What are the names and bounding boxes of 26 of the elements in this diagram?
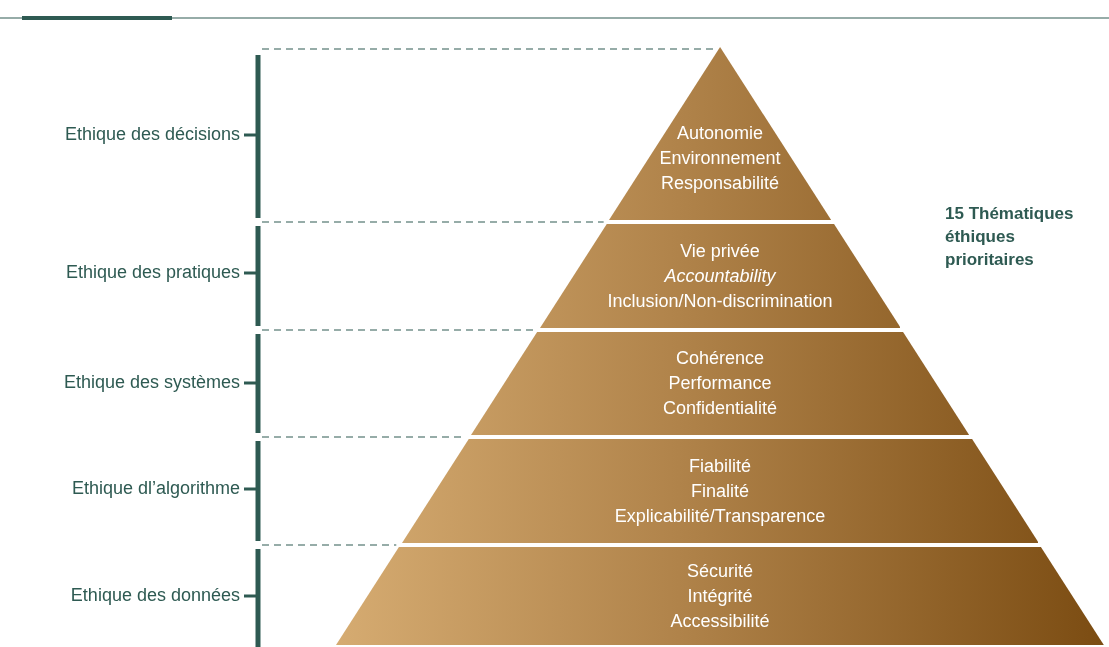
topic-text: Finalité	[690, 479, 749, 503]
topic-text: Accountability	[664, 264, 776, 288]
side-note: 15 Thématiques éthiques prioritaires	[945, 203, 1075, 271]
topic-text: Inclusion/Non-discrimination	[607, 289, 833, 313]
pyramid-tier	[401, 439, 1039, 543]
pyramid-tier	[336, 547, 1104, 645]
level-label: Ethique dl’algorithme	[71, 478, 240, 499]
pyramid-tier	[608, 47, 832, 220]
topic-text: Autonomie	[676, 122, 763, 145]
topic-text: Responsabilité	[660, 172, 779, 195]
topic-text: Confidentialité	[662, 397, 777, 420]
topic-text: Intégrité	[687, 584, 753, 608]
topic-text: Explicabilité/Transparence	[614, 504, 826, 528]
topic-text: Cohérence	[675, 347, 764, 370]
pyramid-tier	[539, 224, 901, 328]
topic-text: Performance	[668, 372, 772, 395]
topic-text: Sécurité	[686, 559, 753, 583]
level-label: Ethique des systèmes	[63, 372, 240, 393]
topic-text: Vie privée	[680, 239, 760, 263]
level-label: Ethique des données	[70, 585, 240, 606]
topic-text: Fiabilité	[688, 454, 751, 478]
level-label: Ethique des pratiques	[65, 262, 240, 283]
pyramid-tier	[470, 332, 970, 435]
level-label: Ethique des décisions	[64, 124, 240, 145]
topic-text: Environnement	[659, 147, 781, 170]
topic-text: Accessibilité	[670, 609, 770, 633]
